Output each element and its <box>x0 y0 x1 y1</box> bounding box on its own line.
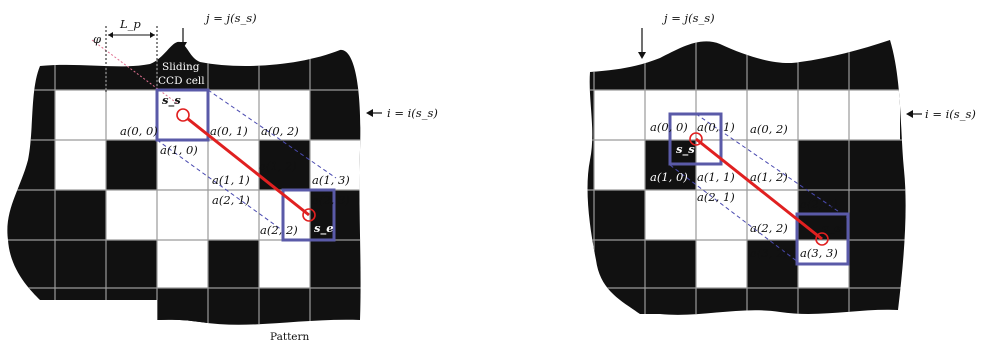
left-label-a21: a(2, 1) <box>212 193 250 207</box>
right-sweep-lower <box>669 164 799 263</box>
left-label-a10: a(1, 0) <box>160 143 198 157</box>
right-label-a10: a(1, 0) <box>650 170 688 184</box>
left-notch <box>110 300 157 342</box>
left-pitch-arrowheads <box>108 32 155 38</box>
right-pattern <box>587 40 906 315</box>
left-label-a22: a(2, 2) <box>260 223 298 237</box>
left-start-cell <box>155 88 210 142</box>
right-start-cell <box>668 112 723 166</box>
left-label-a00: a(0, 0) <box>120 124 158 138</box>
left-cell-caption-2: CCD cell <box>158 75 205 87</box>
right-label-a32: a(3, 2) <box>750 246 788 260</box>
left-row-label: i = i(s_s) <box>387 106 438 120</box>
left-label-a01: a(0, 1) <box>210 124 248 138</box>
right-column-arrowhead <box>638 52 646 59</box>
left-label-a13: a(1, 3) <box>312 173 350 187</box>
left-end-cell <box>281 188 336 242</box>
left-end-point <box>302 208 316 222</box>
right-row-label: i = i(s_s) <box>925 107 976 121</box>
left-column-label: j = j(s_s) <box>203 11 257 25</box>
right-row-arrowhead <box>906 110 913 118</box>
left-pitch-label: L_p <box>119 17 141 31</box>
left-start-label: s_s <box>162 93 181 108</box>
right-column-label: j = j(s_s) <box>661 11 715 25</box>
right-label-a22: a(2, 2) <box>750 221 788 235</box>
right-end-label: s_e <box>822 221 842 236</box>
left-pattern-caption: Pattern <box>270 331 310 342</box>
left-start-point <box>176 108 190 122</box>
right-trajectory <box>695 137 823 241</box>
left-label-a11: a(1, 1) <box>212 173 250 187</box>
right-label-a02: a(0, 2) <box>750 122 788 136</box>
right-label-a01: a(0, 1) <box>697 120 735 134</box>
left-pattern <box>7 41 361 325</box>
left-row-arrowhead <box>366 109 373 117</box>
right-label-a33: a(3, 3) <box>800 246 838 260</box>
right-start-point <box>689 132 703 146</box>
left-sweep-lower <box>156 139 283 231</box>
right-label-a23: a(2, 3) <box>800 197 838 211</box>
left-label-a02: a(0, 2) <box>261 124 299 138</box>
left-label-a23: a(2, 3) <box>312 193 350 207</box>
left-end-label: s_e <box>314 221 334 236</box>
left-sweep-upper <box>207 89 337 179</box>
left-label-a12: a(1, 2) <box>259 159 297 173</box>
left-trajectory <box>182 113 310 217</box>
right-label-a11: a(1, 1) <box>697 170 735 184</box>
left-angle-label: φ <box>93 32 101 46</box>
right-label-a21: a(2, 1) <box>697 190 735 204</box>
right-end-cell <box>795 212 850 266</box>
left-cell-caption-1: Sliding <box>162 61 200 73</box>
right-start-label: s_s <box>676 142 695 157</box>
right-label-a00: a(0, 0) <box>650 120 688 134</box>
right-end-point <box>815 232 829 246</box>
left-column-arrowhead <box>179 42 187 49</box>
right-label-a12: a(1, 2) <box>750 170 788 184</box>
